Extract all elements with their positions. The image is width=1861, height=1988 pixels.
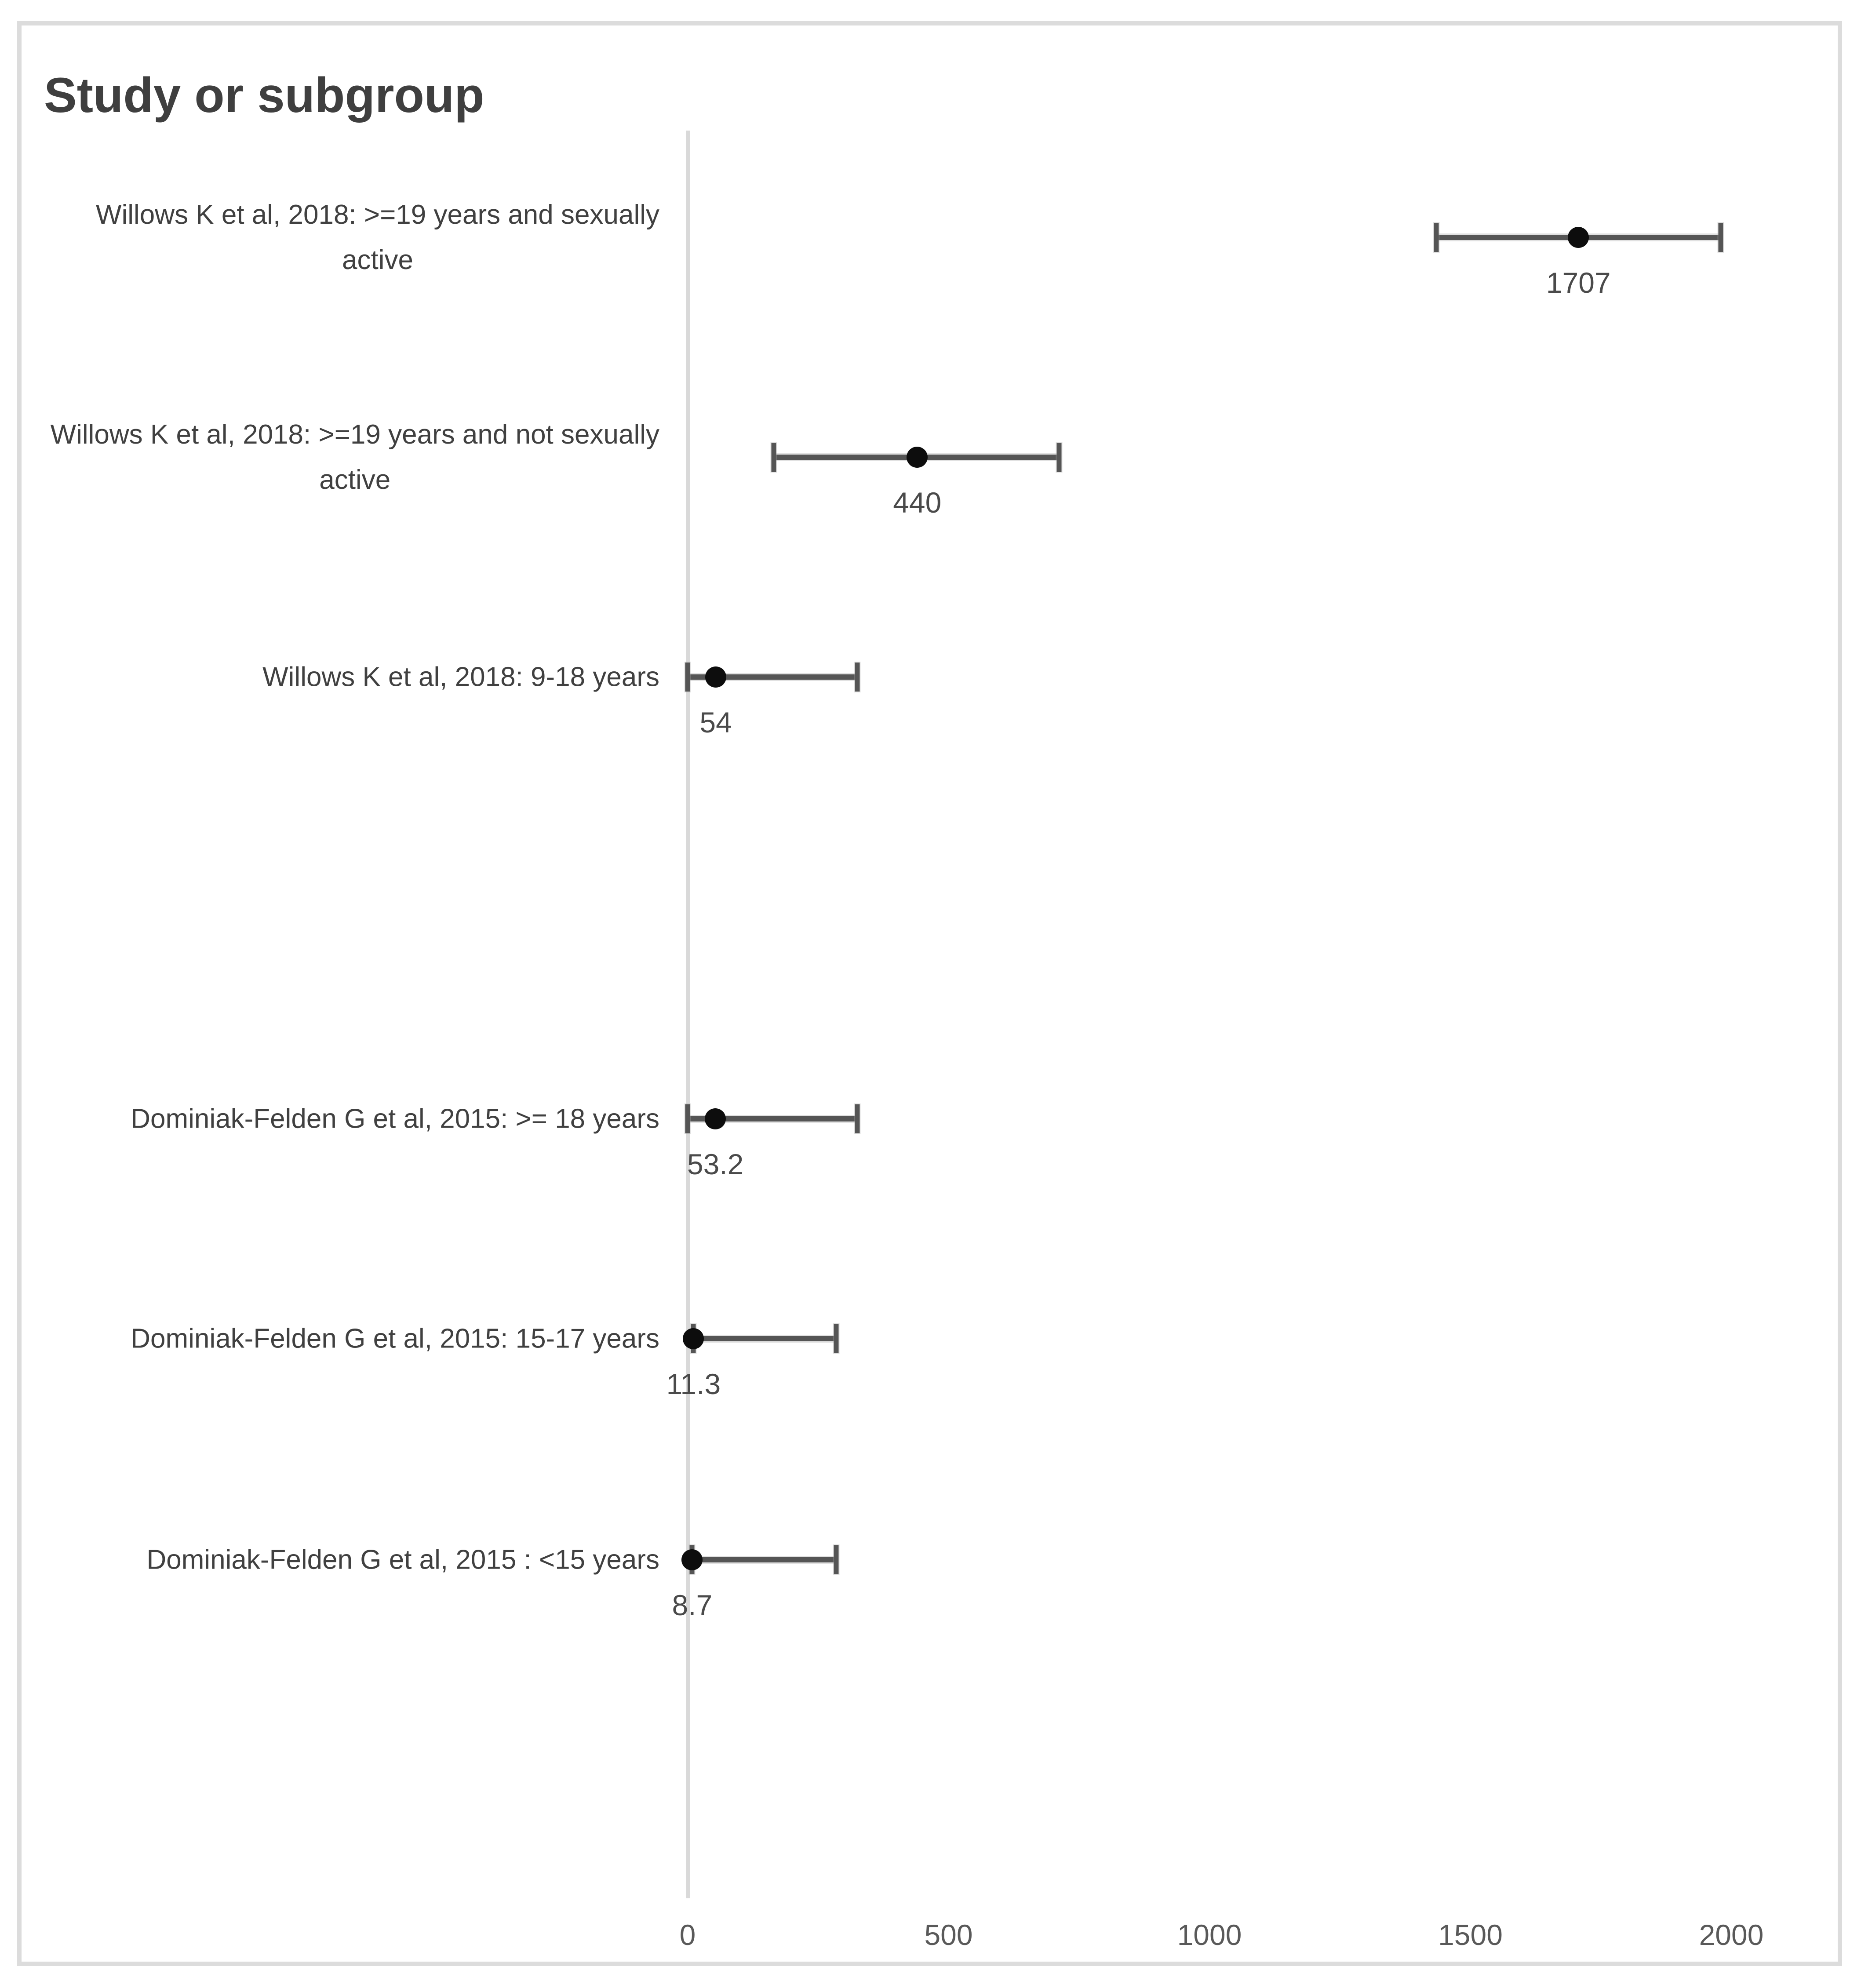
- data-point-value-label: 53.2: [687, 1148, 744, 1180]
- data-point-marker: [1568, 227, 1589, 248]
- data-point-value-label: 440: [893, 486, 942, 519]
- row-label-line: Dominiak-Felden G et al, 2015: >= 18 yea…: [131, 1103, 659, 1134]
- error-bar-cap-right: [855, 663, 860, 692]
- error-bar-cap-right: [855, 1104, 860, 1133]
- error-bar-line: [688, 674, 857, 680]
- error-bar-cap-left: [1434, 223, 1439, 252]
- row-label: Dominiak-Felden G et al, 2015 : <15 year…: [146, 1537, 659, 1583]
- error-bar-cap-right: [834, 1545, 839, 1574]
- row-label: Willows K et al, 2018: >=19 years and no…: [51, 412, 659, 502]
- error-bar-cap-right: [834, 1324, 839, 1353]
- row-label: Willows K et al, 2018: 9-18 years: [262, 655, 659, 700]
- error-bar-line: [692, 1557, 837, 1562]
- error-bar-line: [688, 1116, 857, 1121]
- error-bar-cap-left: [685, 1104, 690, 1133]
- data-point-value-label: 8.7: [672, 1589, 713, 1621]
- data-point-marker: [907, 447, 928, 468]
- row-label-line: active: [342, 245, 413, 275]
- y-axis-line: [686, 131, 690, 1898]
- data-point-marker: [705, 666, 727, 688]
- x-axis-tick-label: 1000: [1177, 1919, 1242, 1951]
- data-point-value-label: 54: [699, 706, 732, 739]
- row-label: Dominiak-Felden G et al, 2015: >= 18 yea…: [131, 1096, 659, 1142]
- data-point-marker: [683, 1328, 704, 1349]
- chart-frame-border: [17, 21, 1842, 1966]
- row-label-line: Willows K et al, 2018: >=19 years and no…: [50, 419, 659, 450]
- data-point-marker: [705, 1108, 726, 1129]
- row-label-line: Willows K et al, 2018: >=19 years and se…: [95, 200, 659, 230]
- row-label: Willows K et al, 2018: >=19 years and se…: [96, 192, 659, 283]
- x-axis-tick-label: 500: [924, 1919, 973, 1951]
- error-bar-cap-left: [685, 663, 690, 692]
- error-bar-line: [693, 1336, 837, 1341]
- error-bar-cap-right: [1056, 443, 1062, 472]
- x-axis-tick-label: 1500: [1438, 1919, 1503, 1951]
- row-label-line: Dominiak-Felden G et al, 2015: 15-17 yea…: [131, 1323, 659, 1354]
- data-point-value-label: 11.3: [666, 1368, 721, 1400]
- x-axis-tick-label: 0: [679, 1919, 696, 1951]
- error-bar-cap-left: [771, 443, 776, 472]
- data-point-marker: [681, 1549, 703, 1570]
- row-label: Dominiak-Felden G et al, 2015: 15-17 yea…: [131, 1316, 659, 1362]
- row-label-line: Willows K et al, 2018: 9-18 years: [262, 662, 659, 692]
- chart-title: Study or subgroup: [44, 68, 484, 123]
- row-label-line: active: [319, 465, 391, 495]
- x-axis-tick-label: 2000: [1699, 1919, 1764, 1951]
- error-bar-cap-right: [1718, 223, 1723, 252]
- row-label-line: Dominiak-Felden G et al, 2015 : <15 year…: [146, 1544, 659, 1575]
- data-point-value-label: 1707: [1546, 266, 1611, 299]
